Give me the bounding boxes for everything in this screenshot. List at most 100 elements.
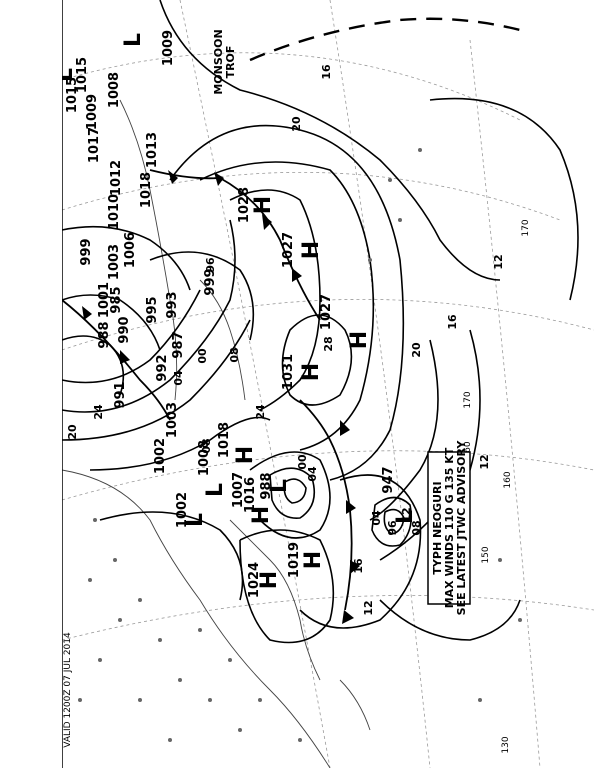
monsoon-trough — [249, 17, 521, 62]
isobar-label: 20 — [66, 424, 79, 440]
monsoon-label-line2: TROF — [224, 46, 237, 79]
monsoon-label: MONSOON TROF — [212, 29, 237, 94]
high-center-1018: H — [233, 446, 258, 464]
isobar-label: 08 — [228, 347, 241, 362]
longitude-label: 170 — [463, 391, 473, 408]
latlon-grid — [61, 0, 594, 768]
high-value: 1018 — [217, 422, 232, 458]
high-value: 1027 — [281, 232, 296, 268]
low-center-1003: 1003 — [165, 402, 180, 438]
pressure-value: 993 — [165, 291, 180, 318]
isobar-label: 96 — [386, 520, 399, 536]
low-symbol: L — [267, 479, 292, 493]
high-value: 1028 — [237, 187, 252, 223]
advisory-line3: SEE LATEST JTWC ADVISORY — [455, 440, 468, 616]
low-center-1007: L — [203, 483, 228, 497]
valid-time-caption: VALID 1200Z 07 JUL 2014 — [63, 632, 73, 748]
high-center-1019: H — [301, 551, 326, 569]
pressure-value: 1017 — [87, 127, 102, 163]
longitude-label: 150 — [481, 546, 491, 563]
pressure-value: 995 — [145, 296, 160, 323]
high-value: 1024 — [247, 562, 262, 598]
isobar-label: 28 — [322, 336, 335, 351]
isobar-label: 00 — [296, 454, 309, 470]
typhoon-advisory-box: TYPH NEOGURI MAX WINDS 110 G 135 KT SEE … — [427, 440, 471, 616]
pressure-value: 1001 — [97, 282, 112, 318]
isobar-label: 12 — [400, 507, 413, 522]
low-symbol: L — [203, 483, 228, 497]
isobar-label: 96 — [204, 257, 217, 273]
bottom-caption: VALID 1200Z 07 JUL 2014 — [63, 632, 73, 748]
low-value: 1002 — [153, 438, 168, 474]
isobar-label: 00 — [196, 348, 209, 364]
high-symbol: H — [249, 506, 274, 524]
grid-labels: 170 160 150 130 170 160 — [463, 219, 531, 753]
high-center-1016: H — [249, 506, 274, 524]
pressure-value: 987 — [171, 331, 186, 358]
pressure-value: 991 — [113, 381, 128, 408]
high-value: 1019 — [287, 542, 302, 578]
advisory-line1: TYPH NEOGURI — [431, 481, 444, 574]
high-center-1027a: H — [299, 241, 324, 259]
fronts — [61, 169, 360, 624]
longitude-label: 160 — [503, 471, 513, 488]
isobar-label: 24 — [254, 404, 267, 420]
low-value: 947 — [381, 466, 396, 493]
low-center-1002b: 1002 — [153, 438, 168, 474]
station-marks — [78, 148, 522, 742]
pressure-value: 985 — [109, 286, 124, 313]
high-value: 1016 — [243, 477, 258, 513]
low-center-947: L — [393, 510, 418, 524]
high-symbol: H — [251, 196, 276, 214]
low-symbol: L — [121, 33, 146, 47]
isobar-label: 16 — [446, 314, 459, 330]
high-symbol: H — [347, 331, 372, 349]
isobar-label: 04 — [306, 466, 319, 482]
left-margin — [0, 0, 62, 768]
pressure-value: 1008 — [107, 72, 122, 108]
longitude-label: 170 — [521, 219, 531, 236]
low-value: 1008 — [197, 440, 212, 476]
low-center-988: L — [267, 479, 292, 493]
low-value: 1007 — [231, 472, 246, 508]
low-center-1009: L — [121, 33, 146, 47]
pressure-value: 990 — [117, 316, 132, 343]
isobar-label: 12 — [492, 254, 505, 269]
pressure-value: 1015 — [65, 77, 80, 113]
longitude-label: 130 — [501, 736, 511, 753]
low-center-1008: 1008 — [197, 440, 212, 476]
pressure-value: 1006 — [123, 232, 138, 268]
high-value: 1031 — [281, 354, 296, 390]
high-symbol: H — [257, 571, 282, 589]
pressure-centers: H 1028 H 1027 H 1027 H 1031 H 1016 H 101… — [53, 30, 418, 598]
low-center-1002: L — [183, 513, 208, 527]
low-symbol: L — [183, 513, 208, 527]
isobar-label: 08 — [200, 438, 213, 453]
low-value: 1003 — [165, 402, 180, 438]
low-value: 1009 — [161, 30, 176, 66]
pressure-value: 1009 — [85, 94, 100, 130]
pressure-value: 988 — [97, 321, 112, 348]
high-value: 1027 — [319, 294, 334, 330]
isobar-label: 16 — [320, 64, 333, 80]
pressure-value: 1010 — [107, 194, 122, 230]
isobar-label: 16 — [352, 558, 365, 574]
high-symbol: H — [299, 241, 324, 259]
isobar-label: 08 — [410, 520, 423, 535]
high-center-1027b: H — [347, 331, 372, 349]
monsoon-label-line1: MONSOON — [212, 29, 225, 94]
high-symbol: H — [301, 551, 326, 569]
pressure-value: 1013 — [145, 132, 160, 168]
high-center-1028: H — [251, 196, 276, 214]
isobar-label: 24 — [92, 404, 105, 420]
pressure-value: 999 — [79, 238, 94, 265]
pressure-value: 992 — [155, 354, 170, 381]
isobar-label: 20 — [290, 116, 303, 132]
pressure-value: 1018 — [139, 172, 154, 208]
isobar-label: 04 — [370, 510, 383, 526]
isobar-labels: 16 20 12 16 20 24 28 12 16 20 24 04 00 9… — [66, 64, 505, 616]
high-center-1031: H — [299, 363, 324, 381]
isobar-label: 12 — [478, 454, 491, 469]
low-symbol: L — [393, 510, 418, 524]
